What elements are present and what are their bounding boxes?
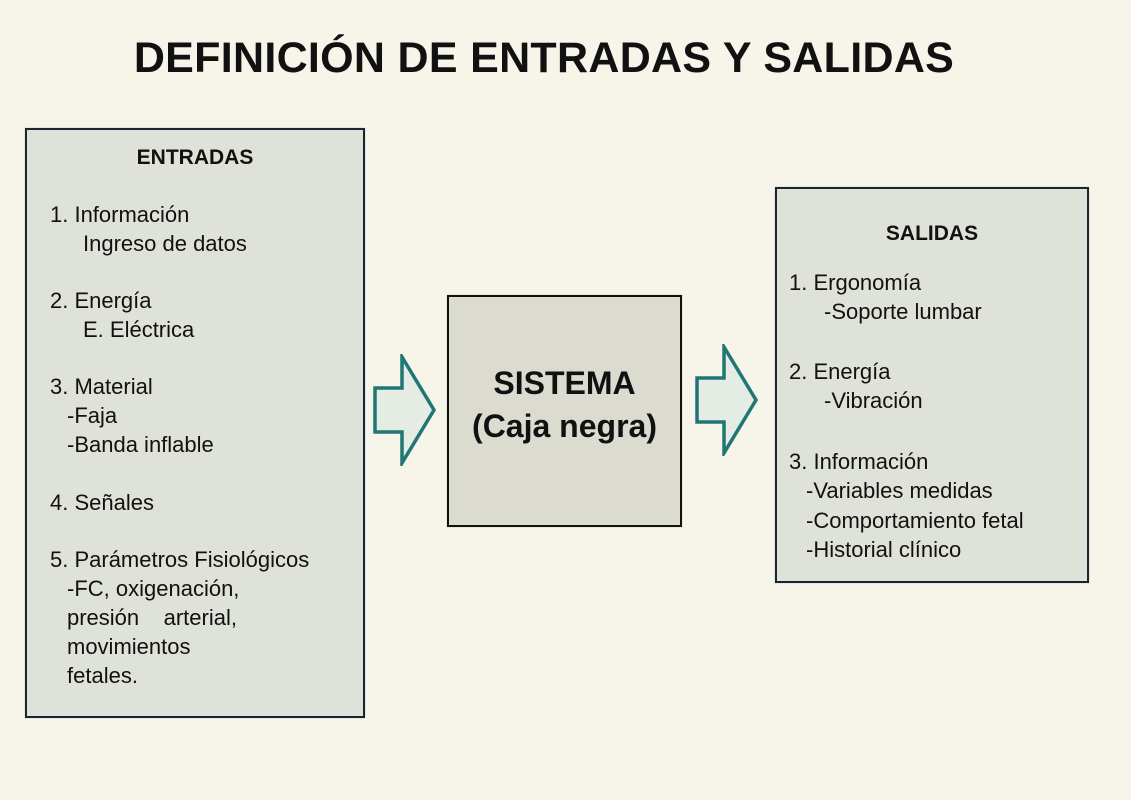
salidas-item: -Variables medidas [806,478,993,503]
page-title: DEFINICIÓN DE ENTRADAS Y SALIDAS [133,34,955,82]
entradas-item: E. Eléctrica [83,317,195,342]
entradas-item: 1. Información [50,202,190,227]
entradas-item: -Banda inflable [67,432,214,457]
salidas-item: -Soporte lumbar [824,299,982,324]
entradas-item: -FC, oxigenación, [67,576,240,601]
salidas-item: 1. Ergonomía [789,270,922,295]
entradas-item: presión arterial, [67,605,237,630]
entradas-item: 2. Energía [50,288,152,313]
salidas-item: 2. Energía [789,359,891,384]
entradas-item: 5. Parámetros Fisiológicos [50,547,310,572]
entradas-box: ENTRADAS 1. Información Ingreso de datos… [25,128,365,718]
right-arrow-icon [373,354,437,466]
salidas-box: SALIDAS 1. Ergonomía -Soporte lumbar 2. … [775,187,1089,583]
salidas-heading: SALIDAS [885,222,979,245]
salidas-item: -Vibración [824,388,923,413]
sistema-subtitle: (Caja negra) [472,408,657,444]
entradas-item: movimientos [67,634,191,659]
sistema-box: SISTEMA (Caja negra) [447,295,682,527]
salidas-item: -Comportamiento fetal [806,508,1024,533]
entradas-item: 3. Material [50,374,153,399]
entradas-item: fetales. [67,663,138,688]
right-arrow-icon [695,344,759,456]
entradas-item: Ingreso de datos [83,231,247,256]
entradas-item: -Faja [67,403,118,428]
salidas-item: -Historial clínico [806,537,962,562]
entradas-heading: ENTRADAS [136,146,254,169]
entradas-item: 4. Señales [50,490,154,515]
salidas-item: 3. Información [789,449,929,474]
sistema-title: SISTEMA [493,365,636,401]
